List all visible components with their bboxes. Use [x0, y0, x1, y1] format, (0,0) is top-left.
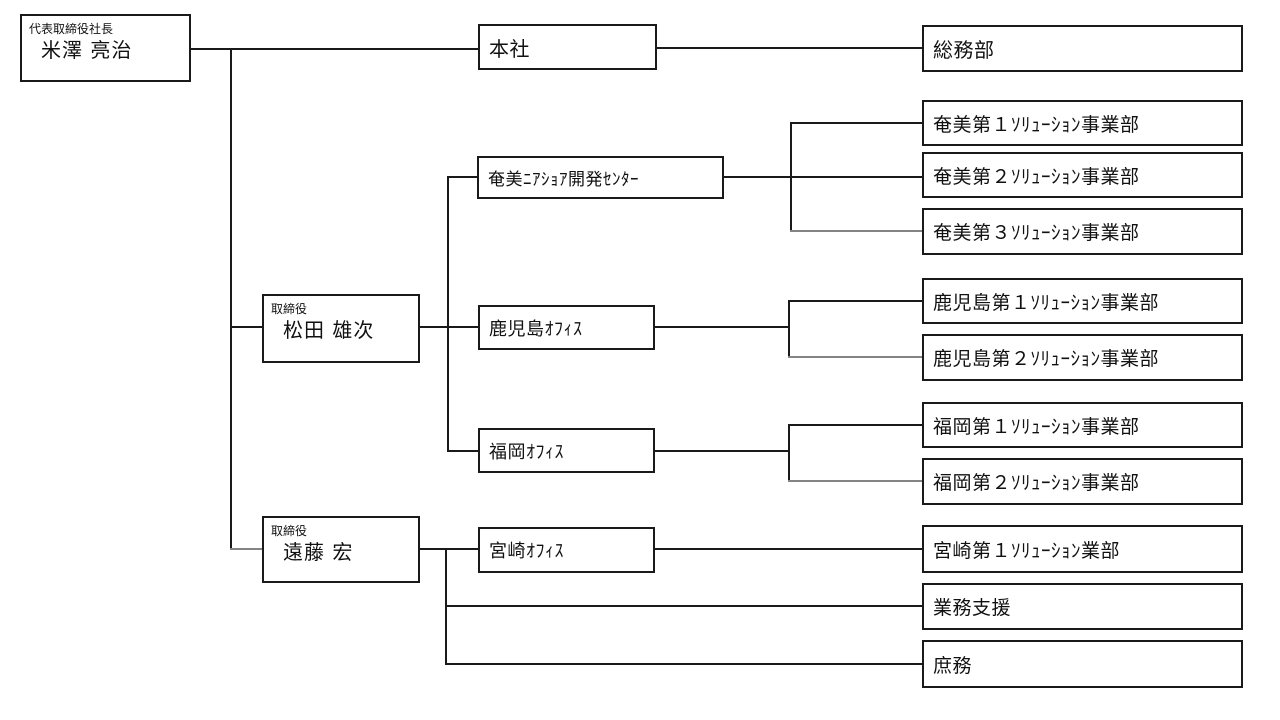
- connector-line: [653, 450, 790, 452]
- node-fukuoka-sol-2: 福岡第２ｿﾘｭｰｼｮﾝ事業部: [922, 458, 1243, 505]
- node-title-director-endo: 取締役: [271, 524, 308, 538]
- node-label-amami-sol-3: 奄美第３ｿﾘｭｰｼｮﾝ事業部: [933, 222, 1140, 244]
- node-miyazaki-sol-1: 宮崎第１ｿﾘｭｰｼｮﾝ業部: [922, 525, 1243, 573]
- node-label-kagoshima-office: 鹿児島ｵﾌｨｽ: [489, 318, 583, 340]
- connector-line: [447, 450, 478, 452]
- node-director-endo: 取締役遠藤 宏: [262, 516, 420, 583]
- node-title-director-matsuda: 取締役: [271, 302, 308, 316]
- connector-line: [447, 176, 477, 178]
- connector-line: [230, 326, 262, 328]
- node-director-matsuda: 取締役松田 雄次: [262, 294, 420, 363]
- node-general-affairs: 総務部: [922, 25, 1243, 72]
- connector-line: [722, 176, 922, 178]
- node-general-duties: 庶務: [922, 640, 1243, 688]
- node-fukuoka-office: 福岡ｵﾌｨｽ: [478, 428, 655, 473]
- node-label-general-duties: 庶務: [933, 654, 973, 677]
- node-fukuoka-sol-1: 福岡第１ｿﾘｭｰｼｮﾝ事業部: [922, 402, 1243, 448]
- node-president: 代表取締役社長米澤 亮治: [20, 14, 191, 82]
- node-label-head-office: 本社: [489, 36, 530, 61]
- connector-line: [788, 424, 922, 426]
- node-amami-nearshore-center: 奄美ﾆｱｼｮｱ開発ｾﾝﾀｰ: [477, 156, 724, 199]
- connector-line: [790, 122, 792, 232]
- node-head-office: 本社: [478, 24, 657, 70]
- connector-line: [788, 356, 922, 358]
- connector-line: [790, 230, 922, 232]
- connector-line: [191, 48, 478, 50]
- node-label-fukuoka-sol-2: 福岡第２ｿﾘｭｰｼｮﾝ事業部: [933, 472, 1140, 494]
- node-label-amami-sol-1: 奄美第１ｿﾘｭｰｼｮﾝ事業部: [933, 113, 1140, 136]
- connector-line: [788, 300, 922, 302]
- node-business-support: 業務支援: [922, 583, 1243, 630]
- connector-line: [653, 326, 790, 328]
- connector-line: [790, 122, 922, 124]
- node-label-fukuoka-sol-1: 福岡第１ｿﾘｭｰｼｮﾝ事業部: [933, 415, 1140, 438]
- connector-line: [788, 424, 790, 482]
- node-kagoshima-sol-2: 鹿児島第２ｿﾘｭｰｼｮﾝ事業部: [922, 334, 1243, 381]
- connector-line: [447, 176, 449, 452]
- node-amami-sol-1: 奄美第１ｿﾘｭｰｼｮﾝ事業部: [922, 100, 1243, 146]
- node-kagoshima-sol-1: 鹿児島第１ｿﾘｭｰｼｮﾝ事業部: [922, 278, 1243, 324]
- node-label-fukuoka-office: 福岡ｵﾌｨｽ: [489, 441, 564, 463]
- connector-line: [653, 548, 922, 550]
- node-amami-sol-3: 奄美第３ｿﾘｭｰｼｮﾝ事業部: [922, 208, 1243, 255]
- node-person-name-director-endo: 遠藤 宏: [283, 540, 354, 564]
- node-miyazaki-office: 宮崎ｵﾌｨｽ: [478, 527, 655, 573]
- connector-line: [418, 548, 478, 550]
- node-label-kagoshima-sol-2: 鹿児島第２ｿﾘｭｰｼｮﾝ事業部: [933, 348, 1160, 370]
- node-label-miyazaki-sol-1: 宮崎第１ｿﾘｭｰｼｮﾝ業部: [933, 539, 1121, 562]
- connector-line: [445, 663, 922, 665]
- connector-line: [788, 300, 790, 358]
- connector-line: [445, 605, 922, 607]
- node-label-kagoshima-sol-1: 鹿児島第１ｿﾘｭｰｼｮﾝ事業部: [933, 291, 1160, 314]
- node-title-president: 代表取締役社長: [29, 22, 114, 36]
- node-amami-sol-2: 奄美第２ｿﾘｭｰｼｮﾝ事業部: [922, 152, 1243, 198]
- node-label-amami-nearshore-center: 奄美ﾆｱｼｮｱ開発ｾﾝﾀｰ: [488, 170, 639, 190]
- node-label-miyazaki-office: 宮崎ｵﾌｨｽ: [489, 541, 564, 562]
- node-person-name-director-matsuda: 松田 雄次: [283, 318, 375, 342]
- connector-line: [230, 548, 262, 550]
- connector-line: [230, 48, 232, 550]
- node-person-name-president: 米澤 亮治: [41, 38, 133, 62]
- node-label-business-support: 業務支援: [933, 597, 1012, 619]
- node-kagoshima-office: 鹿児島ｵﾌｨｽ: [478, 305, 655, 350]
- connector-line: [788, 480, 922, 482]
- node-label-general-affairs: 総務部: [933, 38, 995, 62]
- node-label-amami-sol-2: 奄美第２ｿﾘｭｰｼｮﾝ事業部: [933, 165, 1140, 188]
- connector-line: [655, 47, 922, 49]
